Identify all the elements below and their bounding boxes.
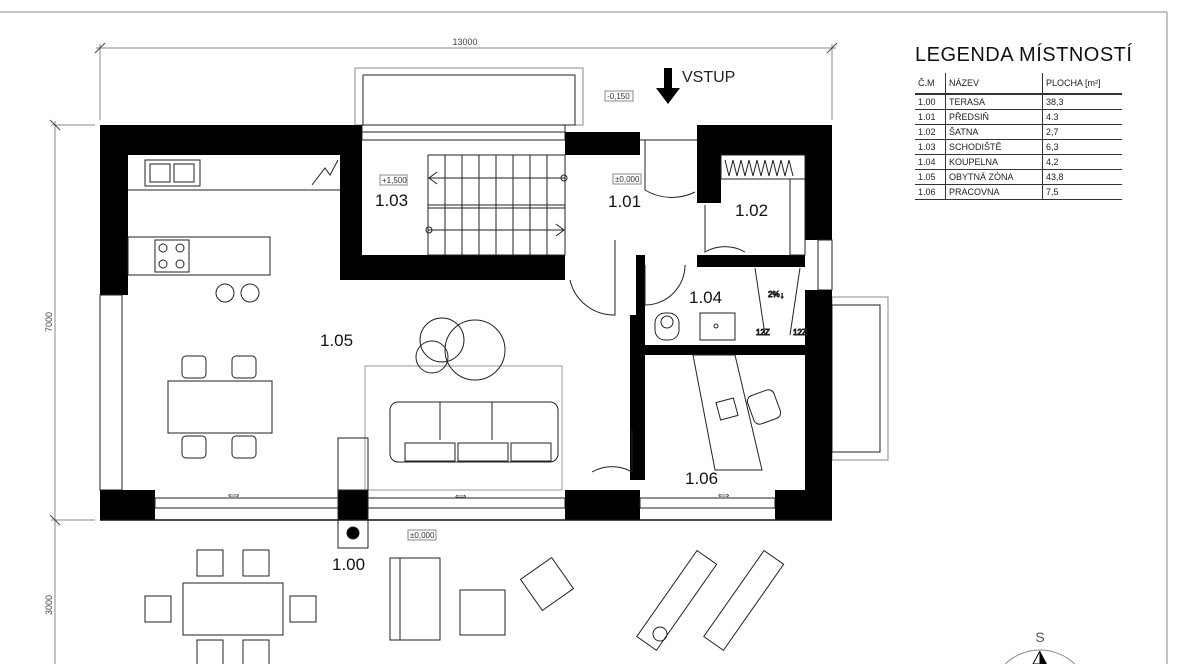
cell: 38,3 bbox=[1042, 94, 1122, 110]
room-1-05: 1.05 bbox=[320, 331, 353, 350]
cell: PŘEDSIŇ bbox=[945, 109, 1043, 125]
bathroom: 2% ↓ 12Z 12Z bbox=[654, 267, 807, 341]
cell: SCHODIŠTĚ bbox=[945, 139, 1043, 155]
cell: PRACOVNA bbox=[945, 184, 1043, 200]
dining-table bbox=[167, 355, 273, 459]
room-1-04: 1.04 bbox=[689, 288, 722, 307]
sliding-arrow-icon: ⟺ bbox=[718, 491, 730, 500]
cell: 1.03 bbox=[915, 139, 946, 155]
doors bbox=[569, 140, 746, 473]
level-entrance: -0,150 bbox=[607, 92, 630, 101]
cell: 1.06 bbox=[915, 184, 946, 200]
cell: OBYTNÁ ZÓNA bbox=[945, 169, 1043, 185]
dimension-lines: 13000 7000 3000 bbox=[44, 37, 838, 664]
room-1-06: 1.06 bbox=[685, 469, 718, 488]
living-area bbox=[337, 317, 563, 549]
balcony-inner bbox=[831, 304, 881, 453]
cell: 43,8 bbox=[1042, 169, 1122, 185]
entrance-canopy-inner bbox=[362, 74, 576, 126]
sliding-door-arrows: ⟺ ⟺ ⟺ bbox=[228, 491, 730, 501]
cell: 6,3 bbox=[1042, 139, 1122, 155]
walls bbox=[99, 124, 833, 521]
cell: 7,5 bbox=[1042, 184, 1122, 200]
sliding-arrow-icon: ⟺ bbox=[455, 492, 467, 501]
office-desk bbox=[692, 354, 782, 471]
level-stairs: +1,500 bbox=[382, 176, 407, 185]
cell: KOUPELNA bbox=[945, 154, 1043, 170]
entrance-canopy bbox=[354, 67, 584, 126]
kitchen bbox=[127, 159, 340, 303]
cell: 4,2 bbox=[1042, 154, 1122, 170]
room-legend: LEGENDA MÍSTNOSTÍ Č.M NÁZEV PLOCHA [m²] … bbox=[915, 44, 1133, 200]
compass-icon: S bbox=[1004, 629, 1076, 664]
legend-header-row: Č.M NÁZEV PLOCHA [m²] bbox=[915, 73, 1122, 95]
cell: 1.01 bbox=[915, 109, 946, 125]
entrance-label: VSTUP bbox=[682, 69, 735, 86]
dimension-depth-house: 7000 bbox=[44, 312, 54, 332]
level-terrace: ±0,000 bbox=[410, 531, 435, 540]
drain-arrow-icon: ↓ bbox=[780, 291, 784, 300]
cell: 1.05 bbox=[915, 169, 946, 185]
cell: 1.00 bbox=[915, 94, 946, 110]
legend-title: LEGENDA MÍSTNOSTÍ bbox=[915, 44, 1133, 66]
bathroom-mark-left: 12Z bbox=[756, 328, 770, 337]
legend-header-number: Č.M bbox=[915, 73, 946, 95]
legend-header-name: NÁZEV bbox=[945, 73, 1043, 95]
bathroom-mark-right: 12Z bbox=[793, 328, 807, 337]
room-1-02: 1.02 bbox=[735, 201, 768, 220]
cell: 4.3 bbox=[1042, 109, 1122, 125]
compass-label: S bbox=[1035, 629, 1044, 645]
cell: 2,7 bbox=[1042, 124, 1122, 140]
cell: ŠATNA bbox=[945, 124, 1043, 140]
room-1-01: 1.01 bbox=[608, 192, 641, 211]
entrance-arrow-icon bbox=[656, 68, 680, 104]
cell: 1.02 bbox=[915, 124, 946, 140]
staircase bbox=[425, 154, 568, 256]
dimension-width: 13000 bbox=[452, 37, 477, 47]
legend-header-area: PLOCHA [m²] bbox=[1042, 73, 1122, 95]
room-1-00: 1.00 bbox=[332, 555, 365, 574]
level-hall: ±0,000 bbox=[615, 175, 640, 184]
bathroom-slope: 2% bbox=[768, 290, 780, 299]
room-labels: 1.00 1.01 1.02 1.03 1.04 1.05 1.06 bbox=[320, 191, 768, 574]
dimension-depth-terrace: 3000 bbox=[44, 595, 54, 615]
cell: TERASA bbox=[945, 94, 1043, 110]
terrace-furniture bbox=[144, 549, 785, 664]
level-markers: -0,150 +1,500 ±0,000 ±0,000 bbox=[379, 90, 642, 541]
room-1-03: 1.03 bbox=[375, 191, 408, 210]
sheet-frame bbox=[0, 11, 1168, 664]
sliding-arrow-icon: ⟺ bbox=[228, 491, 240, 500]
wardrobe bbox=[720, 154, 806, 256]
cell: 1.04 bbox=[915, 154, 946, 170]
